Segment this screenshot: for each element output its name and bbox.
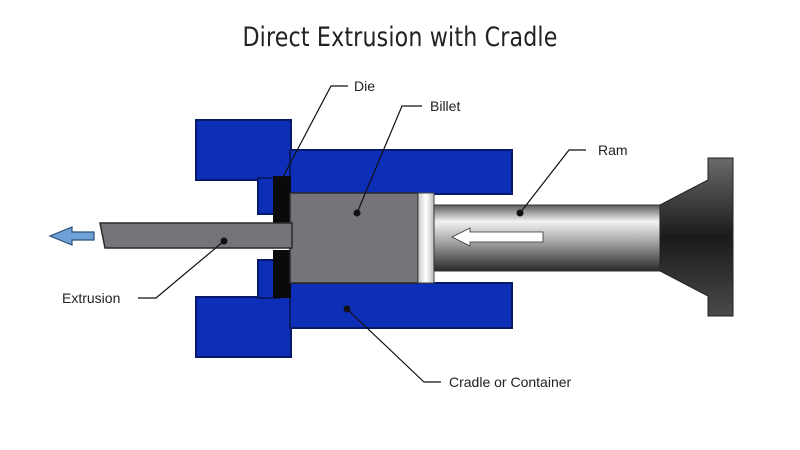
die-top [273,176,291,224]
label-cradle: Cradle or Container [449,374,572,390]
extrusion-leader [138,240,225,299]
cradle-dot [343,305,351,313]
billet-leader [356,105,422,214]
billet [289,192,419,284]
ram-direction-arrow [451,227,544,247]
label-billet: Billet [430,98,460,114]
exit-arrow-icon [48,226,95,246]
ram-leader [519,149,586,214]
container-wall-bottom [289,282,513,329]
die-bottom [273,250,291,298]
extrusion-dot [220,237,228,245]
ram-head [659,157,734,317]
diagram-title: Direct Extrusion with Cradle [242,22,558,53]
billet-dot [353,209,361,217]
label-ram: Ram [598,142,628,158]
cradle-flange-top [195,119,292,181]
cradle-leader [346,308,441,383]
ram-plate [417,192,435,284]
ram-dot [516,209,524,217]
label-die: Die [354,78,375,94]
cradle-flange-bottom [195,296,292,358]
label-extrusion: Extrusion [62,290,120,306]
extrusion [99,222,293,249]
container-wall-top [289,149,513,195]
die-leader [282,85,348,178]
